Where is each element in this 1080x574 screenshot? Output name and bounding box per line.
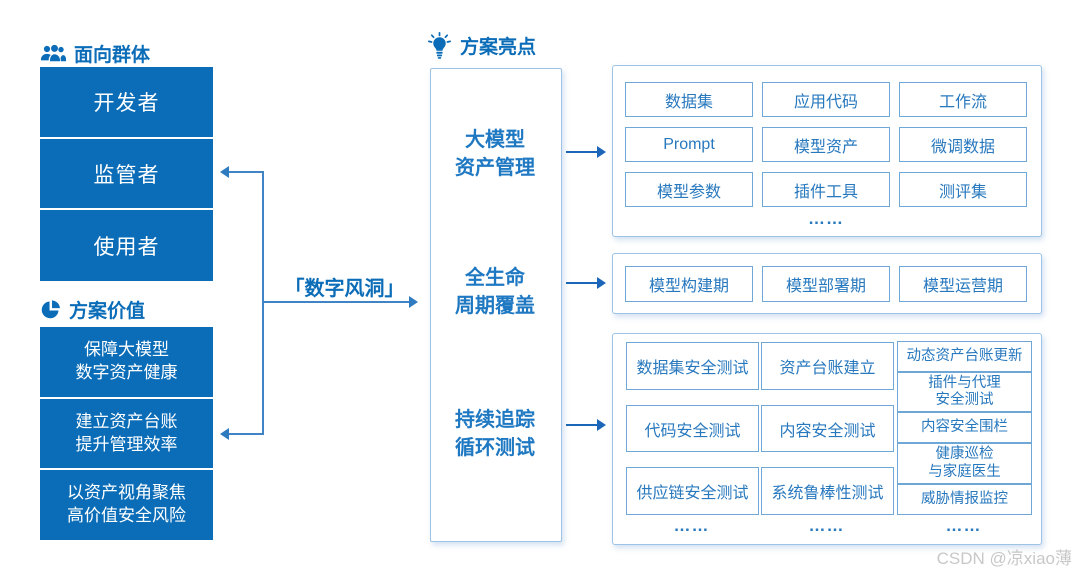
highlight-asset-management: 大模型 资产管理 [455, 129, 535, 179]
lifecycle-cell-build: 模型构建期 [625, 266, 753, 302]
test-cell-dataset-security: 数据集安全测试 [626, 342, 759, 390]
test-cell-robustness: 系统鲁棒性测试 [761, 467, 894, 515]
asset-cell-dataset: 数据集 [625, 82, 753, 117]
connector-vertical-line [262, 172, 264, 435]
test-cell-supplychain-security: 供应链安全测试 [626, 467, 759, 515]
pie-chart-icon [41, 300, 60, 319]
lifecycle-cell-deploy: 模型部署期 [762, 266, 890, 302]
value-box-2: 建立资产台账 提升管理效率 [40, 399, 213, 468]
testing-more-dots-3: …… [945, 516, 982, 535]
connector-right-line [263, 301, 411, 303]
highlight-lifecycle-coverage: 全生命 周期覆盖 [455, 267, 535, 317]
target-groups-header: 面向群体 [40, 40, 150, 67]
asset-cell-finetune-data: 微调数据 [899, 127, 1027, 162]
highlight-continuous-testing: 持续追踪 循环测试 [455, 409, 535, 459]
testing-more-dots-1: …… [673, 516, 710, 535]
connector-bottom-line [229, 433, 264, 435]
csdn-watermark: CSDN @凉xiao薄 [936, 549, 1072, 568]
solution-highlights-title: 方案亮点 [460, 37, 537, 58]
test-cell-dynamic-ledger: 动态资产台账更新 [897, 341, 1032, 372]
lifecycle-cell-operate: 模型运营期 [899, 266, 1027, 302]
test-cell-content-security: 内容安全测试 [761, 405, 894, 452]
asset-cell-eval-set: 测评集 [899, 172, 1027, 207]
users-icon [41, 44, 66, 61]
asset-more-dots: …… [808, 209, 844, 228]
asset-cell-app-code: 应用代码 [762, 82, 890, 117]
solution-value-header: 方案价值 [40, 296, 145, 323]
connector-top-line [229, 171, 264, 173]
testing-more-dots-2: …… [808, 516, 845, 535]
test-cell-code-security: 代码安全测试 [626, 405, 759, 452]
value-box-1: 保障大模型 数字资产健康 [40, 327, 213, 397]
asset-cell-workflow: 工作流 [899, 82, 1027, 117]
test-cell-plugin-agent-security: 插件与代理 安全测试 [897, 372, 1032, 412]
test-cell-ledger-build: 资产台账建立 [761, 342, 894, 390]
test-cell-health-check: 健康巡检 与家庭医生 [897, 443, 1032, 484]
group-box-regulators: 监管者 [40, 139, 213, 208]
arrowhead-to-highlights [409, 296, 418, 308]
group-box-users: 使用者 [40, 210, 213, 281]
arrowhead-group2 [597, 277, 606, 289]
digital-wind-tunnel-label: 「数字风洞」 [284, 278, 405, 300]
test-cell-content-guardrail: 内容安全围栏 [897, 412, 1032, 443]
group-box-developers: 开发者 [40, 67, 213, 137]
arrowhead-to-value [220, 428, 229, 440]
arrowhead-group3 [597, 419, 606, 431]
solution-highlights-header: 方案亮点 [427, 32, 536, 59]
arrowhead-to-regulators [220, 166, 229, 178]
test-cell-threat-intel: 威胁情报监控 [897, 484, 1032, 515]
asset-cell-model-params: 模型参数 [625, 172, 753, 207]
asset-cell-plugin-tools: 插件工具 [762, 172, 890, 207]
solution-value-title: 方案价值 [69, 301, 146, 322]
asset-cell-model-asset: 模型资产 [762, 127, 890, 162]
arrow-line-group1 [566, 151, 599, 153]
arrow-line-group2 [566, 282, 599, 284]
asset-cell-prompt: Prompt [625, 127, 753, 162]
lightbulb-icon [428, 32, 451, 59]
target-groups-title: 面向群体 [74, 45, 151, 66]
arrowhead-group1 [597, 146, 606, 158]
highlights-column-box [430, 68, 562, 542]
arrow-line-group3 [566, 424, 599, 426]
value-box-3: 以资产视角聚焦 高价值安全风险 [40, 470, 213, 540]
